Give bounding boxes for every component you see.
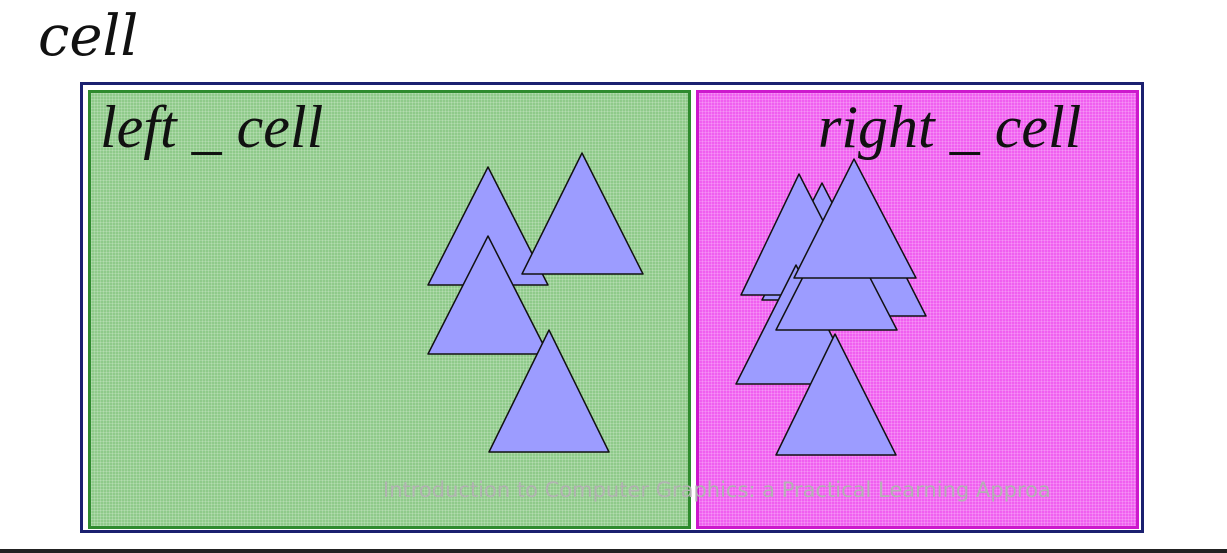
right-cell-label: right _ cell [818, 94, 1082, 160]
triangle [427, 235, 549, 355]
bottom-divider [0, 549, 1227, 553]
triangle [775, 333, 897, 456]
footer-caption: Introduction to Computer Graphics: a Pra… [383, 478, 1051, 502]
triangle [488, 329, 610, 453]
slide-title: cell [38, 4, 139, 69]
left-cell-label: left _ cell [100, 94, 324, 160]
triangle [521, 152, 644, 275]
triangle [793, 158, 917, 279]
